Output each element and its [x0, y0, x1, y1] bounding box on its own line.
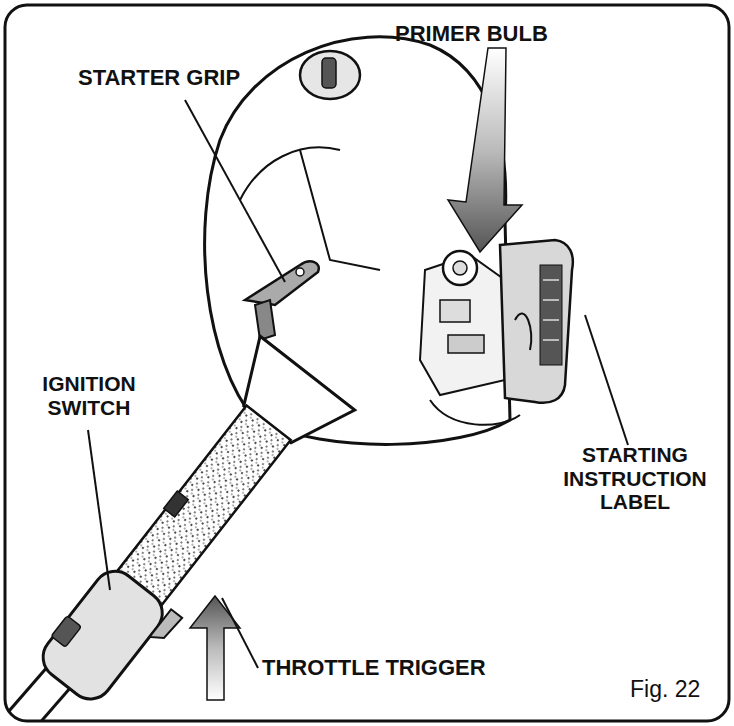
leader-line — [222, 598, 258, 668]
fuel-cap — [300, 51, 360, 99]
part-label: IGNITION SWITCH — [30, 372, 148, 419]
throttle-arrow — [190, 596, 240, 700]
fuel-cap — [322, 58, 336, 88]
figure-caption: Fig. 22 — [630, 676, 700, 703]
foam-grip — [116, 406, 291, 608]
carburetor — [440, 300, 470, 322]
leader-line — [88, 430, 110, 590]
instruction-label — [543, 319, 559, 321]
carburetor — [448, 335, 484, 353]
part-label: THROTTLE TRIGGER — [262, 656, 512, 681]
starter-grip — [296, 268, 304, 276]
part-label: PRIMER BULB — [395, 22, 595, 47]
ignition-switch — [51, 616, 81, 648]
figure-frame — [5, 5, 729, 721]
leader-line — [185, 100, 285, 282]
instruction-label — [543, 299, 559, 301]
housing-detail — [240, 147, 340, 200]
starter-grip — [255, 300, 275, 340]
primer-bulb — [443, 251, 477, 285]
fuel-line — [430, 400, 520, 425]
air-filter-cover — [515, 313, 531, 350]
instruction-label — [540, 265, 562, 365]
throttle-trigger — [150, 609, 183, 645]
housing-detail — [300, 150, 380, 270]
grip-detail — [164, 491, 189, 517]
part-label: STARTER GRIP — [78, 66, 278, 91]
primer-bulb — [453, 261, 467, 275]
instruction-label — [543, 279, 559, 281]
primer-arrow — [448, 48, 522, 252]
air-filter-cover — [500, 240, 573, 403]
leader-line — [585, 315, 628, 445]
part-label: STARTING INSTRUCTION LABEL — [560, 443, 710, 514]
starter-grip — [245, 261, 319, 305]
instruction-label — [543, 339, 559, 341]
